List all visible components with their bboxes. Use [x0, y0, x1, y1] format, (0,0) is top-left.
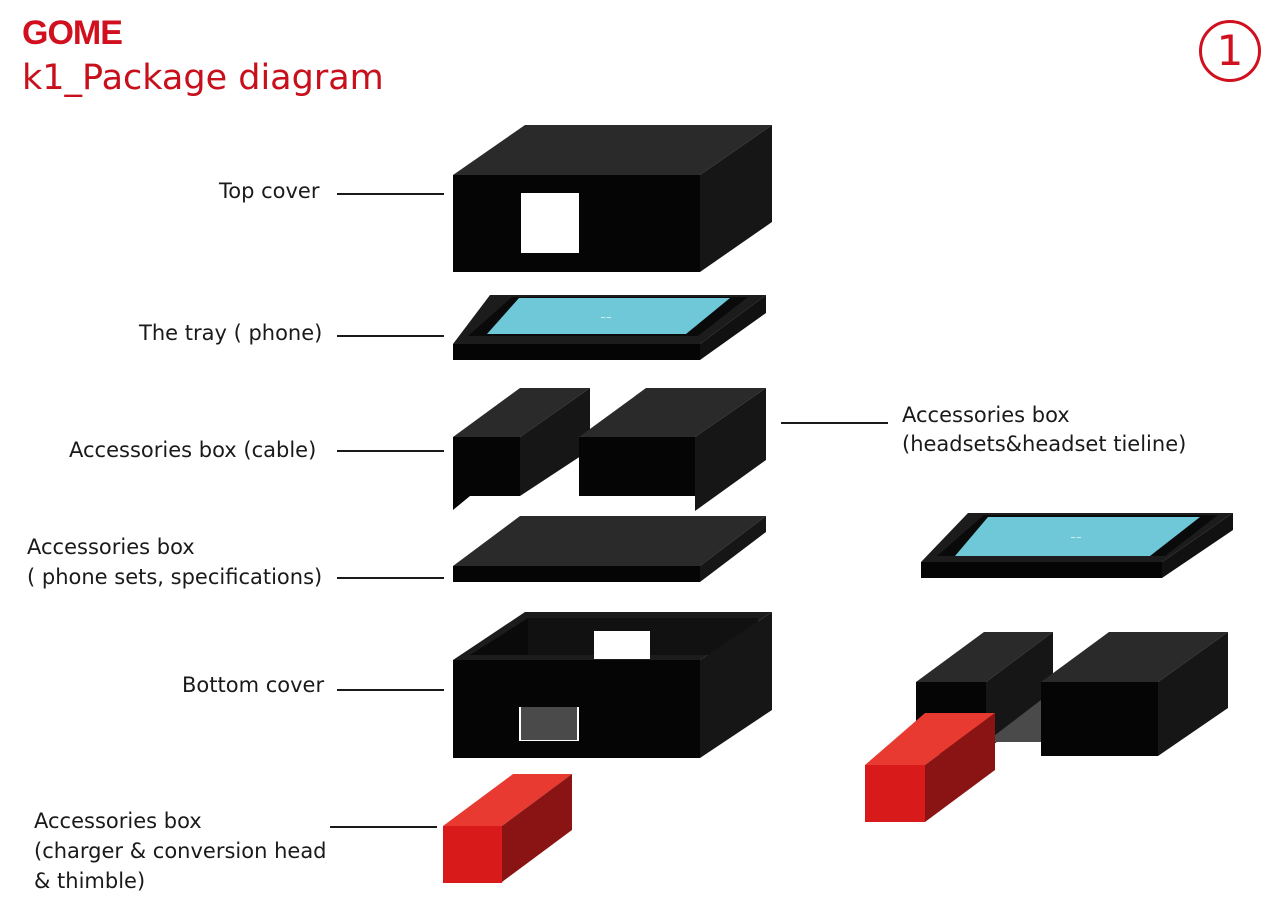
label-accessory-headsets-line1: Accessories box — [902, 403, 1070, 427]
label-accessory-cable: Accessories box (cable) — [69, 438, 317, 462]
leader-top-cover — [337, 193, 444, 195]
label-accessory-charger-line1: Accessories box — [34, 809, 202, 833]
leader-accessory-headsets — [781, 422, 888, 424]
leader-tray — [337, 335, 444, 337]
bottom-cover-box — [453, 612, 772, 758]
accessory-box-headsets — [579, 388, 766, 511]
page-title: k1_Package diagram — [22, 58, 384, 98]
label-tray: The tray ( phone) — [139, 321, 323, 345]
label-accessory-charger-line2: (charger & conversion head — [34, 839, 327, 863]
leader-accessory-cable — [337, 450, 444, 452]
charger-red-preview — [865, 713, 995, 822]
label-top-cover: Top cover — [219, 179, 320, 203]
accessory-box-cable — [453, 388, 590, 510]
svg-text:~~: ~~ — [600, 314, 612, 322]
accessory-box-charger-red — [443, 774, 572, 883]
assembled-compartment-preview — [916, 632, 1228, 756]
leader-accessory-phone-sets — [337, 577, 444, 579]
label-accessory-headsets-line2: (headsets&headset tieline) — [902, 432, 1187, 456]
leader-accessory-charger — [330, 826, 437, 828]
label-accessory-charger-line3: & thimble) — [34, 869, 146, 893]
accessory-box-phone-sets — [453, 516, 766, 582]
label-bottom-cover: Bottom cover — [182, 673, 325, 697]
brand-logo: GOME — [22, 14, 123, 52]
label-accessory-phone-sets-line1: Accessories box — [27, 535, 195, 559]
page-number-badge: 1 — [1199, 20, 1261, 82]
top-cover-box — [453, 125, 772, 272]
label-accessory-phone-sets-line2: ( phone sets, specifications) — [27, 565, 323, 589]
tray-phone: ~~ — [453, 295, 766, 360]
leader-bottom-cover — [337, 689, 444, 691]
svg-text:~~: ~~ — [1070, 534, 1082, 542]
tray-phone-preview: ~~ — [921, 513, 1233, 578]
